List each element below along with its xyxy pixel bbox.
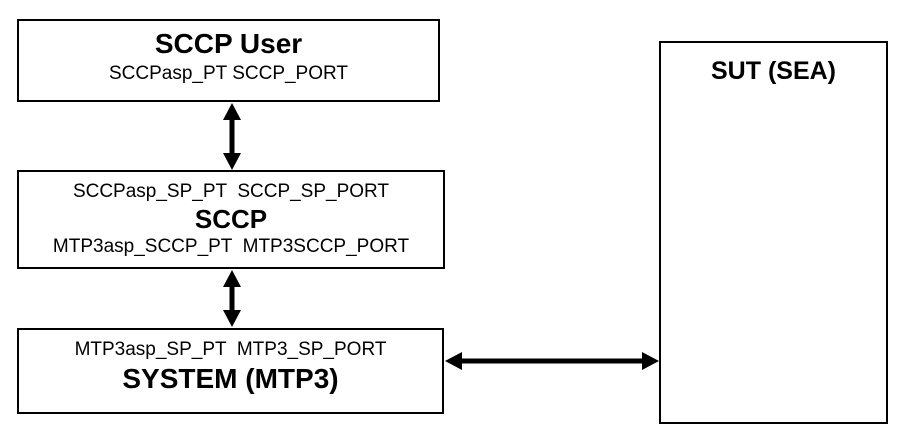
node-sccp-user-title: SCCP User — [154, 28, 303, 59]
node-sccp: SCCPasp_SP_PT SCCP_SP_PORT SCCP MTP3asp_… — [17, 170, 445, 269]
node-sccp-top-ports: SCCPasp_SP_PT SCCP_SP_PORT — [72, 180, 390, 202]
node-system-mtp3-title: SYSTEM (MTP3) — [122, 362, 339, 394]
node-sccp-user-ports: SCCPasp_PT SCCP_PORT — [109, 63, 348, 85]
node-sccp-bottom-ports: MTP3asp_SCCP_PT MTP3SCCP_PORT — [52, 236, 410, 258]
node-sut: SUT (SEA) — [659, 41, 888, 424]
node-sccp-user: SCCP User SCCPasp_PT SCCP_PORT — [17, 19, 440, 102]
node-system-mtp3-ports: MTP3asp_SP_PT MTP3_SP_PORT — [74, 339, 387, 360]
arrow-systemmtp3-sut-bidirectional — [445, 352, 659, 370]
node-system-mtp3: MTP3asp_SP_PT MTP3_SP_PORT SYSTEM (MTP3) — [17, 328, 444, 414]
arrow-sccpuser-sccp-bidirectional — [223, 103, 241, 170]
node-sccp-title: SCCP — [194, 203, 268, 234]
node-sut-title: SUT (SEA) — [711, 57, 836, 85]
arrow-sccp-systemmtp3-bidirectional — [223, 270, 241, 327]
